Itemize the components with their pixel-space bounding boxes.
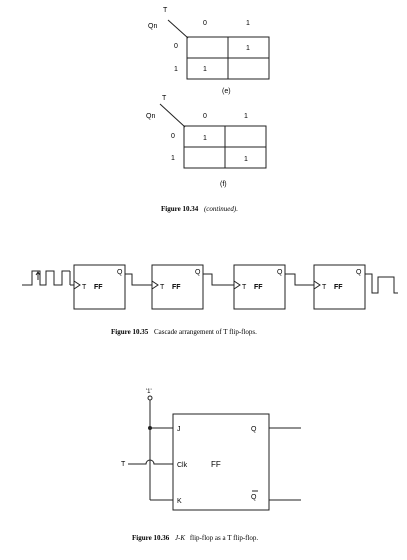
kmap-f-label: (f): [220, 181, 227, 188]
jk-qbar-label: Q: [251, 494, 257, 501]
jk-j-label: J: [177, 426, 181, 433]
kmap-f: T Qn 0 1 0 1 1 1 (f): [146, 95, 267, 188]
caption-figure-10-36: Figure 10.36 J-K flip-flop as a T flip-f…: [132, 534, 258, 542]
caption-10-35-text: Cascade arrangement of T flip-flops.: [154, 328, 257, 336]
cascade-diagram: [22, 264, 398, 310]
kmap-f-col-header-1: 1: [244, 113, 248, 120]
ff-box-1: [73, 264, 126, 310]
ff4-ff-label: FF: [334, 284, 343, 291]
kmap-e-row-header-1: 1: [174, 66, 178, 73]
kmap-e-row-header-0: 0: [174, 43, 178, 50]
jk-ff-label: FF: [211, 460, 221, 469]
kmap-f-row-header-0: 0: [171, 133, 175, 140]
kmap-e-label: (e): [222, 88, 231, 95]
ff2-t-label: T: [160, 284, 165, 291]
kmap-e-row-var: Qn: [148, 23, 157, 30]
ff3-t-label: T: [242, 284, 247, 291]
kmap-f-row-var: Qn: [146, 113, 155, 120]
cascade-labels: T FF Q T FF Q T FF Q T FF Q: [82, 269, 362, 291]
kmap-f-cell-00: 1: [203, 135, 207, 142]
kmap-f-col-header-0: 0: [203, 113, 207, 120]
ff-box-4: [313, 264, 366, 310]
jk-q-label: Q: [251, 426, 257, 433]
jk-one-label: '1': [146, 389, 152, 395]
kmap-f-col-var: T: [162, 95, 167, 102]
caption-10-34-text: (continued).: [204, 205, 238, 213]
ff1-q-label: Q: [117, 269, 123, 276]
caption-10-36-italic: J-K: [175, 534, 185, 542]
ff1-t-label: T: [82, 284, 87, 291]
kmap-f-row-header-1: 1: [171, 155, 175, 162]
caption-figure-10-34: Figure 10.34 (continued).: [161, 205, 238, 213]
caption-10-34-number: Figure 10.34: [161, 205, 199, 213]
ff4-t-label: T: [322, 284, 327, 291]
input-pulse-train-icon: [22, 270, 70, 286]
ff4-q-label: Q: [356, 269, 362, 276]
kmap-e-col-header-1: 1: [246, 20, 250, 27]
kmap-e: T Qn 0 1 0 1 1 1 (e): [148, 7, 270, 95]
ff2-ff-label: FF: [172, 284, 181, 291]
caption-10-36-text: flip-flop as a T flip-flop.: [190, 534, 259, 542]
caption-10-35-number: Figure 10.35: [111, 328, 149, 336]
caption-figure-10-35: Figure 10.35 Cascade arrangement of T fl…: [111, 328, 257, 336]
ff-box-2: [151, 264, 204, 310]
jk-clk-label: Clk: [177, 462, 188, 469]
caption-10-36-number: Figure 10.36: [132, 534, 170, 542]
jk-k-label: K: [177, 498, 182, 505]
kmap-e-col-header-0: 0: [203, 20, 207, 27]
jk-diagram: [128, 395, 301, 511]
kmap-e-col-var: T: [163, 7, 168, 14]
output-pulse-icon: [372, 276, 398, 294]
ff3-ff-label: FF: [254, 284, 263, 291]
ff2-q-label: Q: [195, 269, 201, 276]
jk-labels: '1' T J Clk K FF Q Q: [121, 389, 257, 505]
ff1-ff-label: FF: [94, 284, 103, 291]
kmap-f-cell-11: 1: [244, 156, 248, 163]
ff-box-3: [233, 264, 286, 310]
logic-one-terminal-icon: [147, 395, 153, 401]
jk-ff-box: [172, 413, 270, 511]
kmap-e-cell-10: 1: [203, 66, 207, 73]
ff3-q-label: Q: [277, 269, 283, 276]
kmap-e-cell-01: 1: [246, 45, 250, 52]
jk-t-label: T: [121, 461, 126, 468]
